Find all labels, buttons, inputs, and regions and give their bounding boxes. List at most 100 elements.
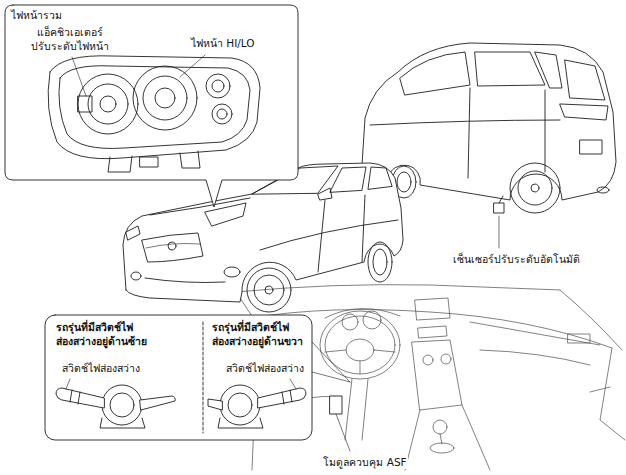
front-car-part [318,200,325,272]
headlight-unit-part [108,156,132,172]
combination-switch-left-part [100,418,145,428]
combination-switch-right-part [290,379,296,389]
rear-car-part [468,88,470,178]
rear-car-part [499,216,500,248]
rear-car-part [510,163,560,213]
text-line: ส่องสว่างอยู่ด้านขวา [212,335,303,347]
front-car-part [224,267,240,277]
dashboard-interior-part [480,350,590,365]
part-label: แอ็คชิวเอเตอร์ ปรับระดับไฟหน้า [29,25,111,54]
combination-switch-left [56,379,175,428]
rear-car-part [362,43,616,200]
rear-car-part [580,140,602,154]
headlight-unit-part [100,96,116,112]
dashboard-interior-part [568,334,590,343]
headlight-unit-part [78,74,138,134]
dashboard-interior-part [374,350,395,352]
dashboard-interior-part [362,379,368,440]
asf-module [330,396,350,451]
dashboard-interior-part [418,326,447,338]
headlight-unit [48,55,260,172]
rear-car-part [499,196,503,203]
headlight-unit-part [78,96,92,112]
headlight-unit-part [143,76,187,120]
dashboard-interior-part [320,311,400,379]
headlight-unit-part [212,104,232,124]
front-car-part [145,278,225,283]
combination-switch-right-part [258,388,306,408]
rear-car-part [531,184,539,192]
front-car-part [362,195,365,262]
dashboard-interior-part [433,420,447,434]
dashboard-interior-part [415,298,450,320]
rear-car-part [545,90,546,172]
dashboard-interior-part [423,355,433,365]
front-car-part [247,268,291,312]
part-label: โมดูลควบคุม ASF [322,455,407,469]
headlight-unit-part [59,66,250,149]
headlight-unit-part [72,57,86,96]
callout-lines-part [312,372,350,382]
variant-heading: รถรุ่นที่มีสวิตช์ไฟ ส่องสว่างอยู่ด้านซ้า… [56,320,149,349]
front-car-part [368,167,392,189]
dashboard-interior-part [440,434,442,444]
rear-car-part [535,52,562,88]
asf-module-part [330,396,342,414]
dashboard-interior-part [360,361,361,374]
combination-switch-right-part [218,418,263,428]
variant-panel: รถรุ่นที่มีสวิตช์ไฟ ส่องสว่างอยู่ด้านซ้า… [56,320,149,375]
dashboard-interior-part [590,387,610,392]
callout-lines [312,342,350,382]
front-car-part [373,249,387,275]
headlight-unit-part [155,88,175,108]
combination-switch-right-part [228,393,252,417]
dashboard-interior-part [600,348,625,440]
rear-car-part [565,60,605,100]
headlight-unit-part [180,151,200,168]
front-car-part [260,220,398,250]
front-car-part [330,167,366,192]
combination-switch-left-part [78,392,80,404]
callout-lines-part [312,342,350,382]
panel-divider [203,322,204,433]
part-label: ไฟหน้า HI/LO [190,36,256,50]
headlight-unit-part [206,74,230,98]
combination-switch-right-part [282,392,284,404]
front-car [123,163,403,312]
front-car-part [126,226,140,240]
combination-switch-left-part [140,396,175,410]
group-heading: ไฟหน้ารวม [11,8,292,22]
part-label: สวิตช์ไฟส่องสว่าง [62,361,149,375]
rear-car-part [397,172,411,192]
combination-switch-right-part [220,385,260,425]
combination-switch-left-part [102,385,142,425]
part-label: เซ็นเซอร์ปรับระดับอัตโนมัติ [452,252,581,266]
combination-switch-right-part [208,399,222,410]
dashboard-interior-part [346,339,374,361]
rear-car-part [597,187,609,193]
front-car-part [150,198,250,215]
combination-switch-left-part [110,393,134,417]
asf-module-part [336,414,350,451]
front-car-part [146,244,200,249]
front-car-part [131,272,141,280]
inset-outline [5,5,298,207]
front-car-part [265,286,273,294]
rear-car-part [370,120,560,125]
front-car-part [142,233,203,262]
headlight-unit-part [212,80,224,92]
dashboard-interior-part [462,405,490,470]
rear-car-part [518,171,552,205]
combination-switch-left-part [70,390,72,402]
dashboard-interior-part [441,354,451,364]
part-label: สวิตช์ไฟส่องสว่าง [226,361,305,375]
rear-car-part [400,52,470,95]
variant-panel-outline [45,315,312,440]
headlight-unit-part [48,56,260,159]
combination-switch-right-part [290,390,292,402]
dashboard-interior-part [345,379,352,440]
combination-switch-right [208,379,306,428]
dashboard-interior-part [325,316,395,374]
